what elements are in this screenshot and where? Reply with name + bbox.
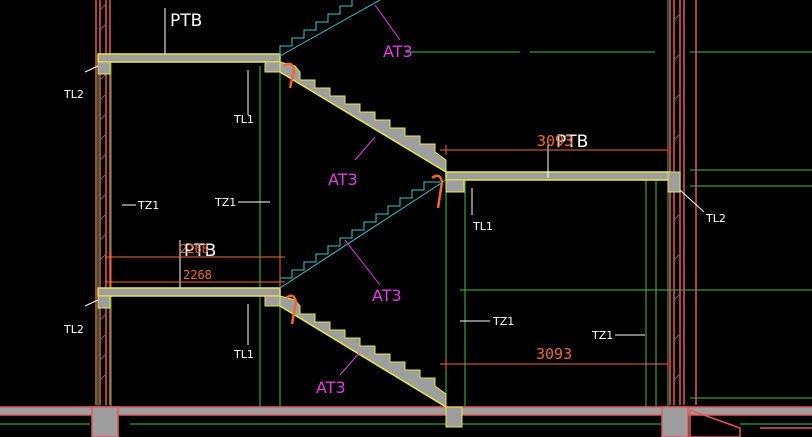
- tl1-label-upper: TL1: [233, 113, 254, 126]
- right-mid-landing: [445, 171, 681, 193]
- upper-flight: [279, 61, 447, 173]
- dimension-mid-left-lower: 2268: [183, 268, 212, 282]
- tl2-label-lower: TL2: [63, 323, 84, 336]
- tz1-label-center: TZ1: [214, 196, 236, 209]
- break-marks: [283, 62, 444, 325]
- tl1-label-mid: TL1: [472, 220, 493, 233]
- dimension-mid-left-upper: 2268: [180, 242, 209, 256]
- dimension-top-right: 3093: [537, 132, 573, 150]
- tl2-label-upper: TL2: [63, 88, 84, 101]
- ptb-label-mid: PTB: [184, 241, 216, 261]
- cyan-stair-upper: [279, 0, 381, 57]
- at3-label-lower-top: AT3: [372, 286, 402, 305]
- tl1-label-lower: TL1: [233, 348, 254, 361]
- tz1-label-right-mid: TZ1: [492, 315, 514, 328]
- dimension-bottom-right: 3093: [536, 345, 572, 363]
- right-wall-hatch: [673, 13, 681, 381]
- at3-label-upper-top: AT3: [383, 42, 413, 61]
- lower-flight: [279, 295, 463, 428]
- tz1-label-right: TZ1: [591, 329, 613, 342]
- ground-slab: [0, 406, 812, 437]
- upper-left-landing: [97, 53, 281, 75]
- right-wall: [669, 0, 697, 405]
- ptb-label-top: PTB: [170, 11, 202, 31]
- tz1-label-left: TZ1: [137, 199, 159, 212]
- leader-lines: [339, 4, 401, 376]
- at3-label-lower-bottom: AT3: [316, 378, 346, 397]
- cyan-stair-lower: [279, 179, 447, 289]
- dimension-lines: [105, 145, 669, 369]
- left-wall-hatch: [99, 3, 107, 381]
- ptb-label-right: PTB: [556, 132, 588, 152]
- at3-label-upper-bottom: AT3: [328, 170, 358, 189]
- tl2-label-right: TL2: [705, 212, 726, 225]
- middle-left-landing: [97, 287, 281, 309]
